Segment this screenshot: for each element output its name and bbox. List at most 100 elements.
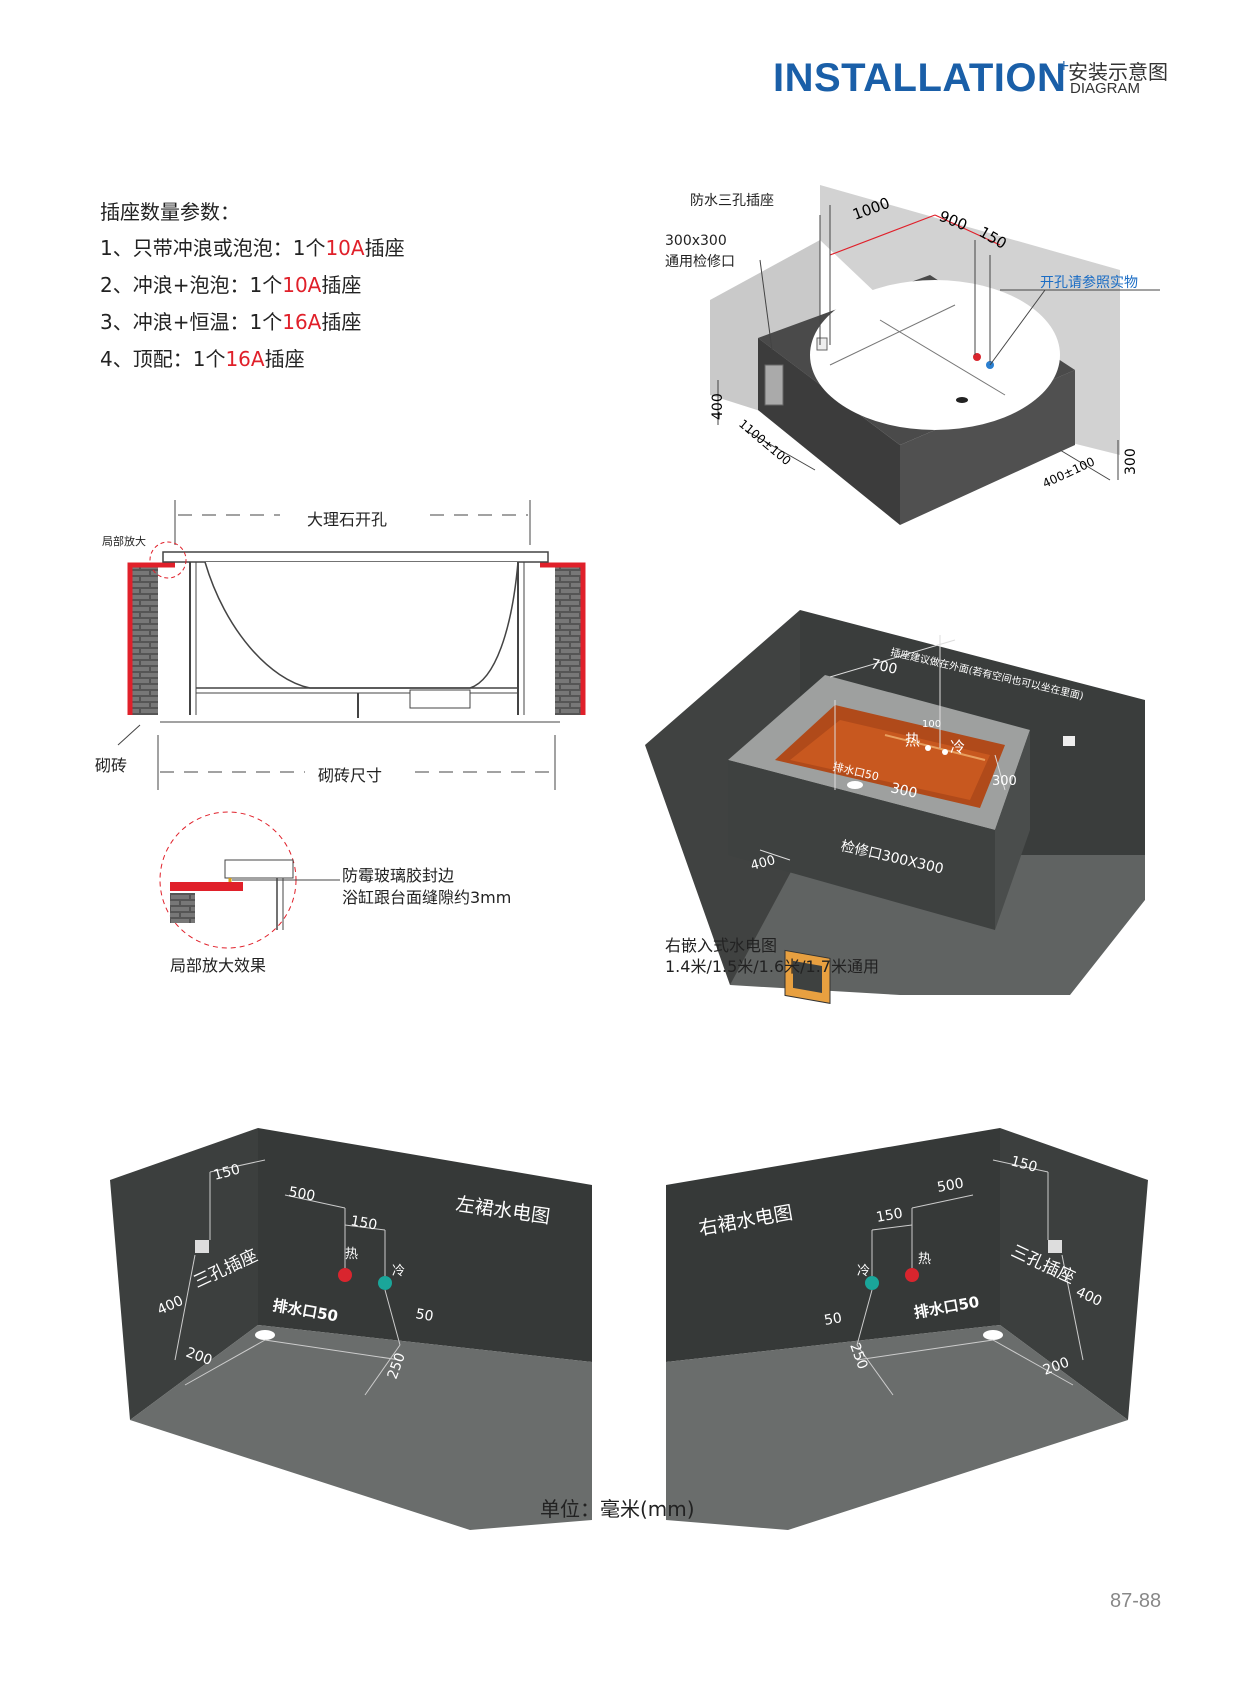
emb-dim-700: 700 — [869, 656, 899, 678]
detail-marble — [170, 882, 243, 891]
emb-dim-400: 400 — [749, 853, 777, 874]
rs-dim-50: 50 — [823, 1310, 843, 1329]
spec-item-suffix: 插座 — [321, 310, 362, 334]
spec-item-text: 2、冲浪+泡泡：1个 — [100, 273, 283, 297]
rs-cold-outlet — [865, 1276, 879, 1290]
corner-box-front-left — [758, 338, 900, 525]
ls-socket — [195, 1240, 209, 1253]
rs-floor — [666, 1325, 1128, 1530]
drain-dot — [956, 397, 968, 403]
rs-dim-500: 500 — [936, 1176, 965, 1196]
spec-item-3: 3、冲浪+恒温：1个16A插座 — [100, 306, 361, 335]
rs-drain — [983, 1330, 1003, 1340]
rs-cold-label: 冷 — [857, 1264, 870, 1279]
tub-body — [204, 561, 519, 689]
corner-box-front-right — [900, 370, 1075, 525]
emb-cavity-inner — [790, 720, 990, 800]
ls-wall-back — [258, 1128, 592, 1362]
ls-drain — [255, 1330, 275, 1340]
zoom-marker-circle — [149, 541, 187, 579]
emb-cold-dot — [942, 749, 948, 755]
access-grille — [764, 364, 784, 406]
spec-item-value: 16A — [282, 310, 322, 334]
marble-edge-left — [127, 562, 175, 715]
spec-item-text: 4、顶配：1个 — [100, 347, 226, 371]
seal-note-2: 浴缸跟台面缝隙约3mm — [342, 888, 512, 907]
emb-socket — [1063, 736, 1075, 746]
rs-dim-150a: 150 — [1009, 1153, 1039, 1175]
spec-heading: 插座数量参数： — [100, 200, 240, 224]
corner-hole-note: 开孔请参照实物 — [1040, 275, 1138, 291]
marble-opening-label: 大理石开孔 — [307, 510, 388, 529]
detail-effect-label: 局部放大效果 — [170, 956, 267, 975]
emb-box-front — [728, 760, 995, 930]
zoom-label: 局部放大 — [102, 535, 146, 548]
corner-dim-400b: 400±100 — [1040, 454, 1097, 490]
emb-dim-300a: 300 — [889, 780, 919, 802]
ls-cold-outlet — [378, 1276, 392, 1290]
brick-wall-left — [130, 565, 158, 715]
left-skirt-diagram: 左裙水电图 150 500 150 热 冷 三孔插座 400 排水口50 50 … — [110, 1128, 592, 1530]
ls-hot-label: 热 — [345, 1247, 358, 1262]
rs-hot-label: 热 — [918, 1252, 931, 1267]
rs-socket — [1048, 1240, 1062, 1253]
spec-item-value: 10A — [325, 236, 365, 260]
rs-dim-150b: 150 — [875, 1206, 904, 1226]
rs-wall-right — [1000, 1128, 1148, 1420]
spec-item-suffix: 插座 — [321, 273, 362, 297]
spec-item-text: 3、冲浪+恒温：1个 — [100, 310, 283, 334]
pump-unit — [409, 689, 471, 709]
brick-wall-right — [555, 565, 583, 715]
emb-dim-300b: 300 — [992, 774, 1017, 789]
title-plus: + — [1058, 58, 1070, 74]
section-diagram — [117, 500, 586, 949]
right-skirt-diagram: 右裙水电图 150 500 150 热 冷 三孔插座 400 排水口50 50 … — [666, 1128, 1148, 1530]
ls-wall-left — [110, 1128, 258, 1420]
spec-item-4: 4、顶配：1个16A插座 — [100, 343, 305, 372]
corner-access-label: 通用检修口 — [665, 254, 735, 270]
embedded-caption-2: 1.4米/1.5米/1.6米/1.7米通用 — [665, 957, 879, 976]
unit-note: 单位：毫米(mm) — [540, 1497, 695, 1521]
ls-dim-50: 50 — [414, 1306, 434, 1325]
hot-outlet-dot — [973, 353, 981, 361]
ls-hot-outlet — [338, 1268, 352, 1282]
ls-dim-500: 500 — [287, 1184, 316, 1204]
emb-wall-left — [645, 610, 800, 985]
emb-drain — [847, 781, 863, 789]
ls-cold-label: 冷 — [392, 1264, 405, 1279]
title-subtitle-en: DIAGRAM — [1070, 80, 1141, 97]
rs-wall-back — [666, 1128, 1000, 1362]
embedded-diagram: 插座建议做在外面(若有空间也可以坐在里面) 700 100 热 冷 排水口50 … — [645, 610, 1145, 1004]
detail-brick — [170, 893, 195, 923]
ls-floor — [130, 1325, 592, 1530]
emb-hot-dot — [925, 745, 931, 751]
spec-item-value: 10A — [282, 273, 322, 297]
corner-tub-diagram: 1000 900 150 400 1100±100 400±100 300 — [710, 185, 1160, 525]
socket-box — [816, 337, 828, 351]
corner-access-size: 300x300 — [665, 233, 727, 249]
spec-item-2: 2、冲浪+泡泡：1个10A插座 — [100, 269, 361, 298]
corner-dim-300: 300 — [1123, 448, 1139, 475]
emb-cold: 冷 — [950, 738, 965, 756]
rs-hot-outlet — [905, 1268, 919, 1282]
brick-size-label: 砌砖尺寸 — [318, 766, 383, 785]
ls-dim-150b: 150 — [349, 1213, 378, 1233]
spec-item-value: 16A — [225, 347, 265, 371]
spec-item-suffix: 插座 — [264, 347, 305, 371]
corner-socket-label: 防水三孔插座 — [690, 193, 774, 209]
corner-tub-hole — [810, 280, 1060, 430]
emb-box-side — [995, 730, 1030, 930]
detail-rim — [224, 859, 294, 879]
embedded-caption-1: 右嵌入式水电图 — [665, 936, 778, 955]
title-subtitle-cn: 安装示意图 — [1068, 60, 1168, 84]
spec-item-1: 1、只带冲浪或泡泡：1个10A插座 — [100, 232, 405, 261]
tub-rim — [162, 551, 549, 563]
marble-edge-right — [540, 562, 586, 715]
emb-floor — [730, 855, 1145, 995]
ls-dim-150a: 150 — [212, 1161, 242, 1183]
brick-label: 砌砖 — [95, 756, 128, 775]
spec-item-suffix: 插座 — [364, 236, 405, 260]
spec-item-text: 1、只带冲浪或泡泡：1个 — [100, 236, 326, 260]
corner-dim-400: 400 — [710, 393, 726, 420]
